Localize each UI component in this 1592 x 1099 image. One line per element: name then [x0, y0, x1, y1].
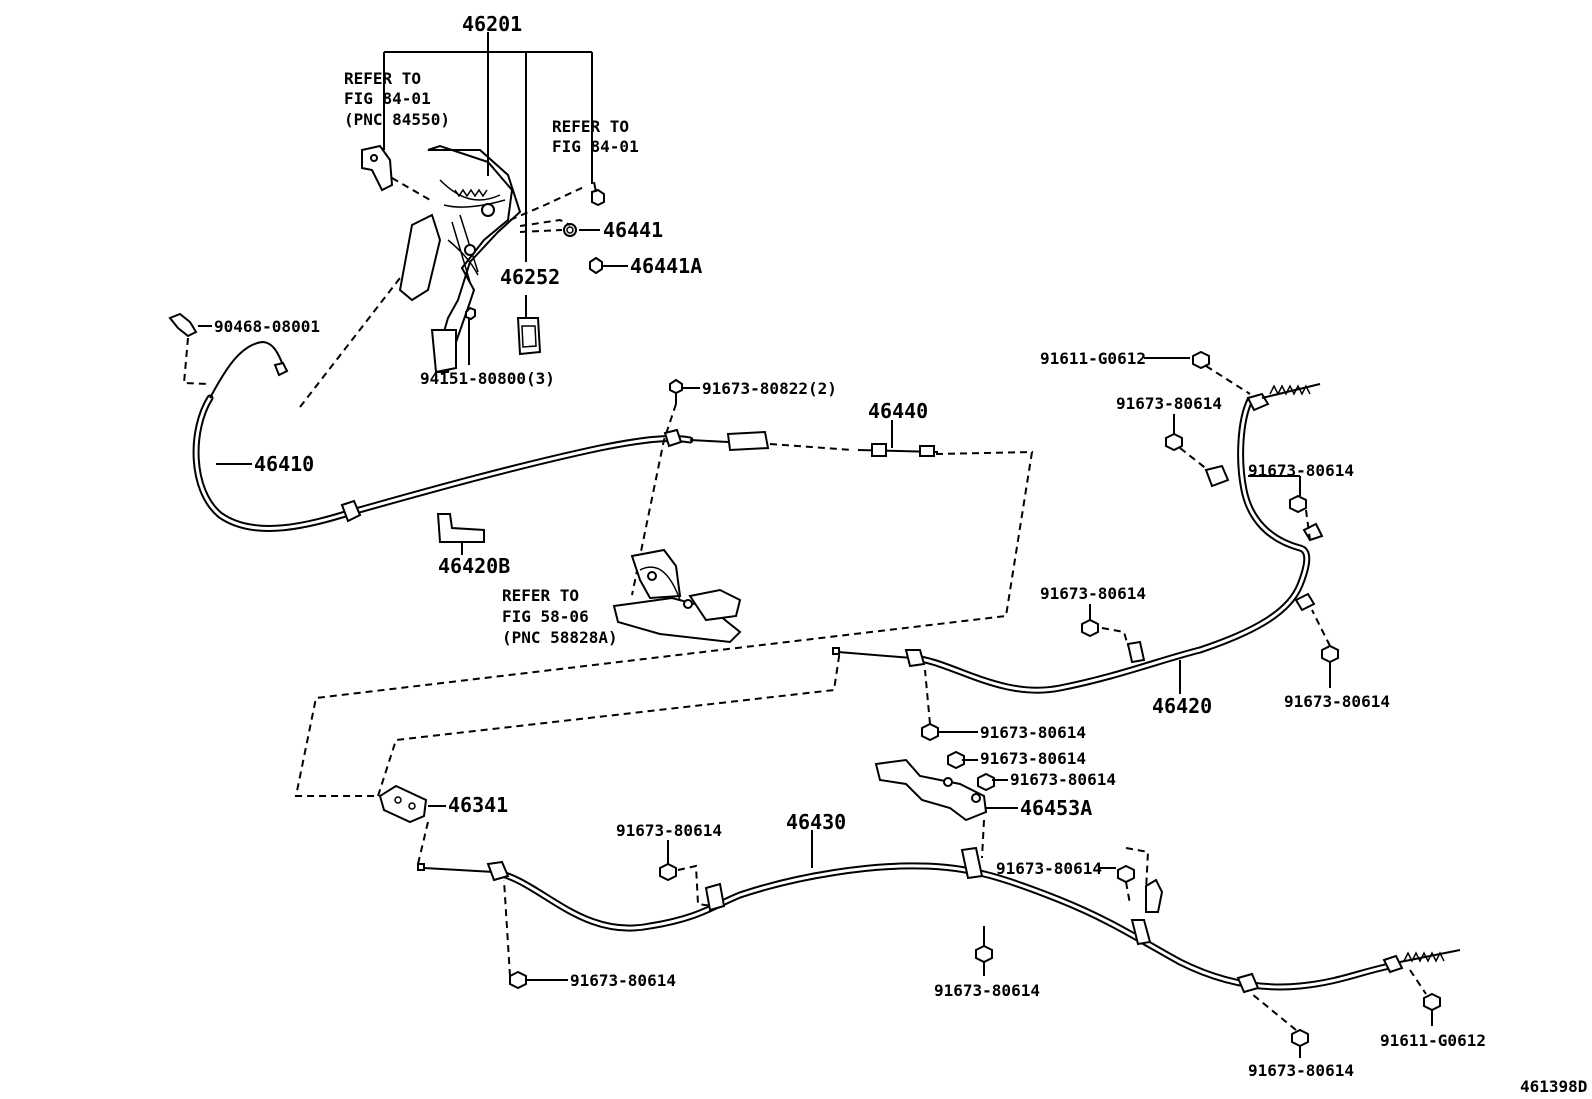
- bolt-91673-bb[interactable]: [1291, 1028, 1309, 1048]
- label-91611-top: 91611-G0612: [1040, 349, 1146, 368]
- label-46201: 46201: [462, 12, 522, 36]
- rear-cable-46420[interactable]: [832, 383, 1324, 694]
- bolt-91673-c1[interactable]: [921, 722, 939, 742]
- label-91673-m1: 91673-80614: [1040, 584, 1146, 603]
- bolt-91673-b1[interactable]: [975, 926, 993, 964]
- bracket-46420B[interactable]: [436, 513, 485, 543]
- label-91673-c2: 91673-80614: [980, 749, 1086, 768]
- equalizer-46440[interactable]: [857, 443, 939, 457]
- label-46430: 46430: [786, 810, 846, 834]
- label-91673-80822: 91673-80822(2): [702, 379, 837, 398]
- bolt-91673-m1[interactable]: [1081, 618, 1099, 638]
- bolt-91673-r3[interactable]: [1321, 644, 1339, 664]
- label-91673-c1: 91673-80614: [980, 723, 1086, 742]
- label-46252: 46252: [500, 265, 560, 289]
- bracket-46453A[interactable]: [874, 758, 988, 822]
- guide-46341[interactable]: [378, 784, 428, 824]
- bolt-91611-bottom[interactable]: [1423, 992, 1441, 1012]
- label-46453A: 46453A: [1020, 796, 1092, 820]
- label-refer-c3: (PNC 58828A): [502, 628, 618, 647]
- figure-code: 461398D: [1520, 1077, 1587, 1096]
- switch-assembly-refer-fig[interactable]: [612, 548, 742, 644]
- label-91673-l1: 91673-80614: [616, 821, 722, 840]
- label-94151: 94151-80800(3): [420, 369, 555, 388]
- parking-brake-pedal-assembly[interactable]: [398, 144, 522, 374]
- label-91611-bottom: 91611-G0612: [1380, 1031, 1486, 1050]
- label-91673-r3: 91673-80614: [1284, 692, 1390, 711]
- bolt-91673-l1[interactable]: [659, 862, 677, 882]
- bolt-91673-rr[interactable]: [1117, 864, 1135, 884]
- clip-90468[interactable]: [168, 312, 198, 338]
- label-91673-r1: 91673-80614: [1116, 394, 1222, 413]
- label-91673-r2: 91673-80614: [1248, 461, 1354, 480]
- label-refer-a3: (PNC 84550): [344, 110, 450, 129]
- bolt-94151[interactable]: [465, 306, 476, 321]
- label-refer-c1: REFER TO: [502, 586, 579, 605]
- label-refer-b1: REFER TO: [552, 117, 629, 136]
- label-46420B: 46420B: [438, 554, 510, 578]
- label-46441A: 46441A: [630, 254, 702, 278]
- label-91673-c3: 91673-80614: [1010, 770, 1116, 789]
- bolt-refer-fig[interactable]: [591, 181, 605, 207]
- label-90468: 90468-08001: [214, 317, 320, 336]
- label-91673-bb: 91673-80614: [1248, 1061, 1354, 1080]
- nut-46441A[interactable]: [589, 256, 603, 275]
- bolt-91673-l2[interactable]: [509, 970, 527, 990]
- pedal-bracket-part[interactable]: [361, 144, 394, 192]
- bolt-91673-r2[interactable]: [1289, 494, 1307, 514]
- label-refer-a2: FIG 84-01: [344, 89, 431, 108]
- label-46440: 46440: [868, 399, 928, 423]
- label-91673-l2: 91673-80614: [570, 971, 676, 990]
- label-refer-b2: FIG 84-01: [552, 137, 639, 156]
- label-46441: 46441: [603, 218, 663, 242]
- label-46420: 46420: [1152, 694, 1212, 718]
- label-46410: 46410: [254, 452, 314, 476]
- rear-cable-46430[interactable]: [417, 846, 1461, 994]
- label-91673-rr: 91673-80614: [996, 859, 1102, 878]
- front-cable-46410[interactable]: [192, 340, 770, 532]
- bolt-91673-c2[interactable]: [947, 750, 965, 770]
- bolt-91673-c3[interactable]: [977, 772, 995, 792]
- bolt-91611-top[interactable]: [1192, 350, 1210, 370]
- bolt-91673-r1[interactable]: [1165, 432, 1183, 452]
- label-91673-b1: 91673-80614: [934, 981, 1040, 1000]
- pedal-pad-part[interactable]: [516, 317, 542, 356]
- label-46341: 46341: [448, 793, 508, 817]
- bolt-91673-80822[interactable]: [669, 378, 683, 404]
- label-refer-c2: FIG 58-06: [502, 607, 589, 626]
- label-refer-a1: REFER TO: [344, 69, 421, 88]
- bolt-46441[interactable]: [563, 223, 577, 237]
